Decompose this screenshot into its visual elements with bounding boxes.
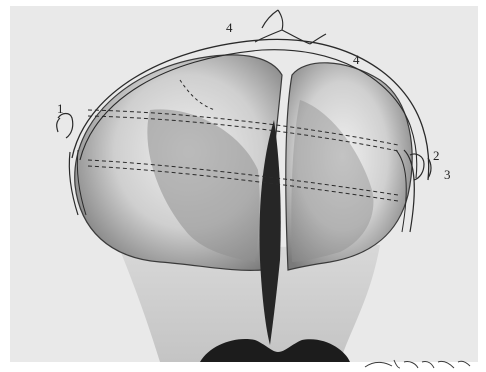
- label-three: 3: [444, 168, 451, 181]
- label-one: 1: [57, 102, 64, 115]
- artist-signature: [365, 360, 470, 368]
- left-clamp: [57, 114, 73, 139]
- label-four-right: 4: [353, 53, 360, 66]
- top-vessel-branch: [255, 10, 326, 44]
- label-two: 2: [433, 149, 440, 162]
- label-four-left: 4: [226, 21, 233, 34]
